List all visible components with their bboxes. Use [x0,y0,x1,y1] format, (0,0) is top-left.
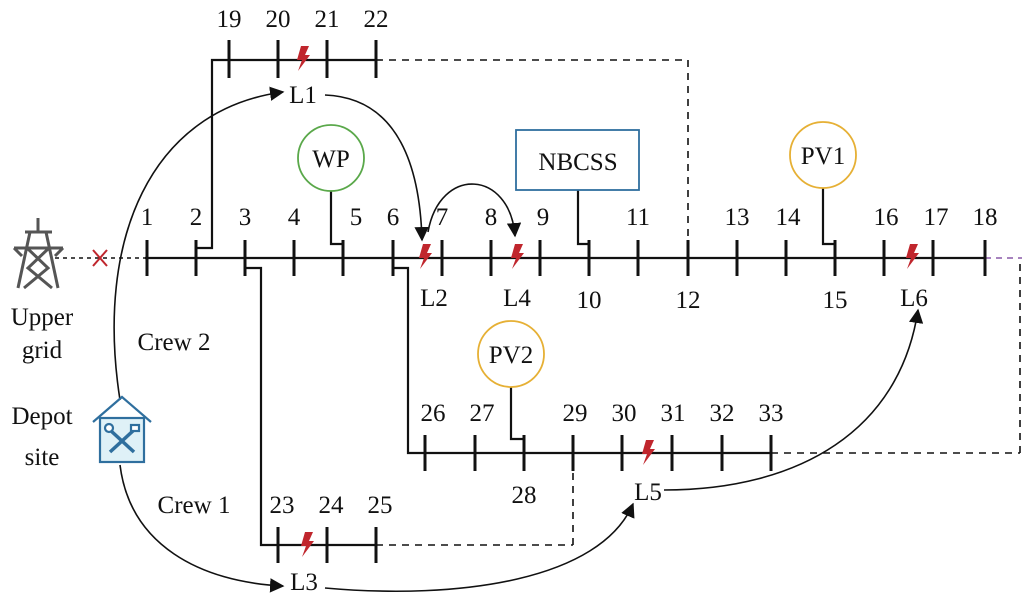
bus-label: 24 [319,492,345,519]
bus-label: 15 [823,287,848,314]
bus-label: 11 [626,204,650,231]
crew2-route-to-l1 [113,86,285,401]
fault-bolt-icon [297,46,310,71]
bus-label: 2 [190,204,203,231]
bus-label: 9 [537,204,550,231]
fault-bolt-icon [419,244,432,269]
fault-label-l1: L1 [289,82,317,109]
crew2-route-l1-to-l2 [324,94,429,242]
bus-label: 10 [577,287,602,314]
crew1-label: Crew 1 [158,492,231,519]
lateral-26-33 [393,258,1021,471]
nbcss-box [515,129,640,191]
bus-label: 14 [776,204,802,231]
bus-label: 5 [350,204,363,231]
fault-label-l4: L4 [503,285,531,312]
fault-labels: L1 L2 L3 L4 L5 L6 [289,82,928,596]
bus-label: 26 [421,400,446,427]
lateral-23-25 [245,266,574,563]
crew1-route-l3-to-l5 [324,502,635,592]
bus-label: 32 [710,400,735,427]
bus-label: 21 [315,6,340,33]
fault-bolt-icon [906,244,919,269]
side-labels: Upper grid Depot site Crew 2 Crew 1 [11,304,231,519]
pv1-source: PV1 [789,121,857,246]
crew2-route-l2-to-l4 [427,183,522,238]
transmission-tower-icon [12,218,65,290]
depot-label-line2: site [25,444,60,471]
depot-label-line1: Depot [11,403,72,430]
bus-labels: 1 2 3 4 5 6 7 8 9 10 11 12 13 14 15 16 1… [141,6,998,519]
crew-routes [113,86,924,593]
bus-label: 3 [239,204,252,231]
fault-label-l2: L2 [420,285,448,312]
bus-label: 30 [612,400,637,427]
bus-label: 20 [266,6,291,33]
bus-label: 1 [141,204,154,231]
bus-label: 31 [661,400,686,427]
pv2-label: PV2 [489,342,533,369]
pv1-label: PV1 [801,143,845,170]
wp-circle [297,124,365,192]
bus-label: 8 [485,204,498,231]
fault-bolt-icon [511,244,524,269]
bus-label: 13 [725,204,750,231]
nbcss-label: NBCSS [538,149,617,176]
bus-label: 33 [759,400,784,427]
depot-house-icon [92,395,152,464]
wp-label: WP [312,146,350,173]
bus-label: 17 [924,204,949,231]
bus-label: 19 [217,6,242,33]
bus-label: 6 [387,204,400,231]
pv2-circle [477,320,545,388]
upper-grid-label-line2: grid [22,337,63,364]
pv2-source: PV2 [477,320,545,441]
bus-label: 23 [270,492,295,519]
fault-label-l3: L3 [290,569,318,596]
crew1-route-l5-to-l6 [663,308,924,491]
upper-grid-label-line1: Upper [11,304,74,331]
bus-label: 27 [470,400,495,427]
bus-label: 4 [288,204,301,231]
bus-label: 28 [512,482,537,509]
bus-label: 29 [563,400,588,427]
open-breaker-icon [92,249,108,267]
bus-label: 22 [364,6,389,33]
fault-label-l5: L5 [634,479,662,506]
fault-label-l6: L6 [900,285,928,312]
crew1-route-to-l3 [119,464,285,593]
bus-label: 7 [436,204,449,231]
wp-source: WP [297,124,365,246]
bus-label: 16 [874,204,899,231]
bus-label: 25 [368,492,393,519]
crew2-label: Crew 2 [138,329,211,356]
bus-label: 18 [973,204,998,231]
bus-label: 12 [676,287,701,314]
nbcss-source: NBCSS [515,129,640,246]
pv1-circle [789,121,857,189]
lateral-19-22 [196,40,689,258]
